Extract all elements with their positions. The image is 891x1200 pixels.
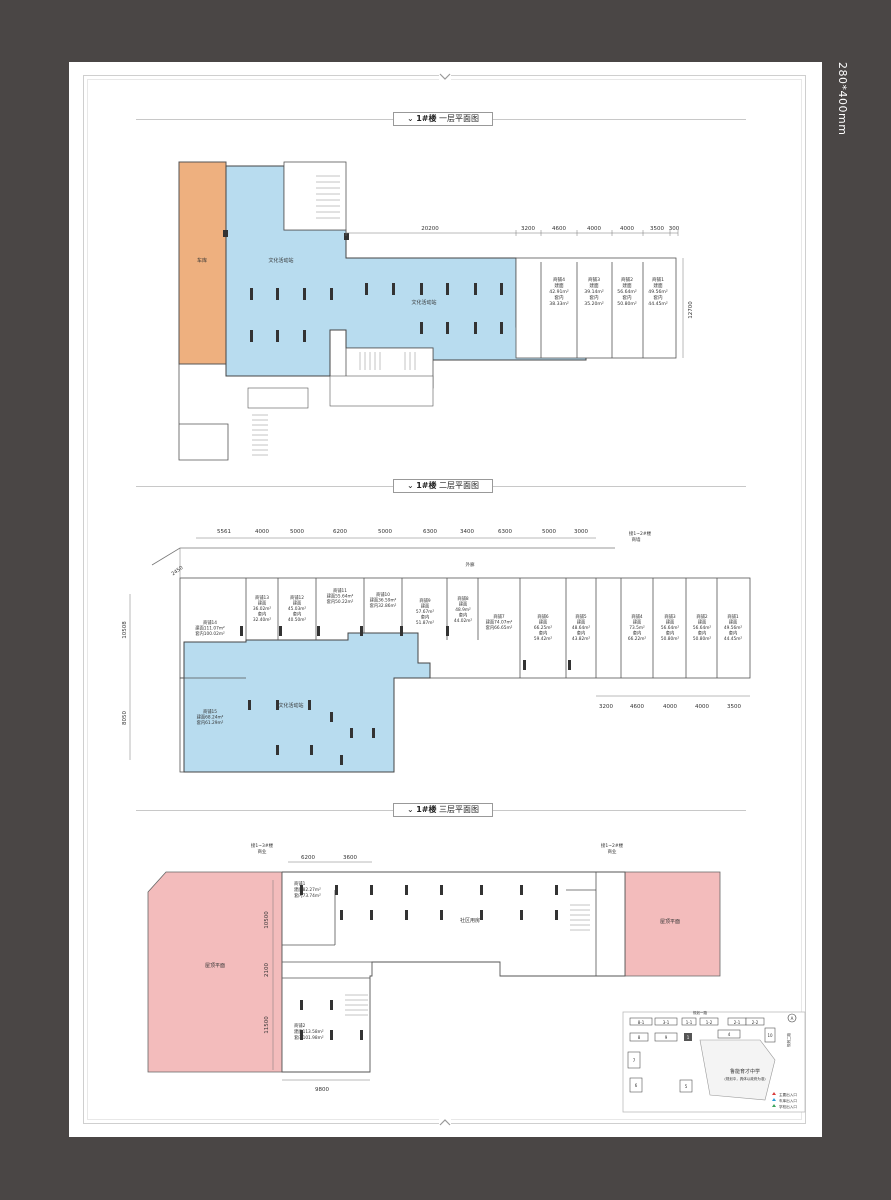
- bottom-chevron-icon: [439, 1118, 451, 1126]
- top-chevron-icon: [439, 73, 451, 81]
- sheet-size-label: 280*400mm: [836, 62, 849, 136]
- floor2-title: ⌄ 1#楼 二层平面图: [393, 479, 493, 493]
- floor2-title-bar: ⌄ 1#楼 二层平面图: [136, 479, 746, 493]
- floor3-title: ⌄ 1#楼 三层平面图: [393, 803, 493, 817]
- floor1-title: ⌄ 1#楼 一层平面图: [393, 112, 493, 126]
- floor1-title-bar: ⌄ 1#楼 一层平面图: [136, 112, 746, 126]
- sheet-frame-inner: [87, 79, 802, 1120]
- floor3-title-bar: ⌄ 1#楼 三层平面图: [136, 803, 746, 817]
